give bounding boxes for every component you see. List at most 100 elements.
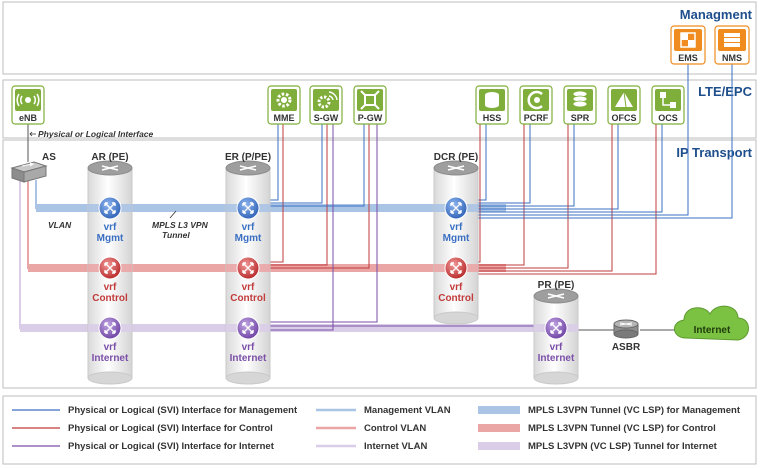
er-ppe-label: ER (P/PE) xyxy=(225,152,271,163)
vrf-prefix-label: vrf xyxy=(242,342,255,353)
lte-node-ocs[interactable]: OCS xyxy=(651,85,685,125)
lte-node-ofcs[interactable]: OFCS xyxy=(607,85,641,125)
legend-swatch xyxy=(478,406,520,414)
internet-tunnel-band xyxy=(20,324,558,332)
router-cross-icon xyxy=(104,262,116,274)
lte-node-mme[interactable]: MME xyxy=(267,85,301,125)
vrf-prefix-label: vrf xyxy=(104,282,117,293)
pgw-mgmt-line xyxy=(248,124,365,207)
legend-label: MPLS L3VPN Tunnel (VC LSP) for Managemen… xyxy=(528,405,741,416)
nms-mgmt-line xyxy=(456,64,733,219)
ip-transport-title: IP Transport xyxy=(676,145,752,160)
internet-cloud xyxy=(674,305,749,341)
vrf-prefix-label: vrf xyxy=(242,282,255,293)
vlan-label: VLAN xyxy=(48,220,72,230)
vrf-control-label: Control xyxy=(92,293,128,304)
management-title: Managment xyxy=(680,7,753,22)
lte-node-label: P-GW xyxy=(358,113,383,123)
server-stack-icon xyxy=(724,33,740,47)
sgw-control-line xyxy=(248,124,328,266)
interface-note: Physical or Logical Interface xyxy=(38,129,154,139)
legend-label: Physical or Logical (SVI) Interface for … xyxy=(68,441,275,452)
internet-cloud-label: Internet xyxy=(694,325,731,336)
legend-item: Management VLAN xyxy=(316,405,451,416)
vrf-prefix-label: vrf xyxy=(104,342,117,353)
lte-node-hss[interactable]: HSS xyxy=(475,85,509,125)
policy-icon xyxy=(527,90,543,110)
router-arrows-icon xyxy=(619,322,633,326)
asbr-router[interactable] xyxy=(613,319,639,339)
ofcs-control-line xyxy=(456,124,613,272)
lte-node-enb[interactable]: eNB xyxy=(11,85,45,125)
legend-item: MPLS L3VPN (VC LSP) Tunnel for Internet xyxy=(478,441,718,452)
dcr-pe-cylinder xyxy=(433,160,479,325)
internet-vlan-line xyxy=(19,180,110,329)
asbr-label: ASBR xyxy=(612,342,641,353)
vrf-internet-label: Internet xyxy=(538,353,575,364)
router-cross-icon xyxy=(242,262,254,274)
sgw-mgmt-line xyxy=(248,124,323,204)
lte-node-p-gw[interactable]: P-GW xyxy=(353,85,387,125)
vrf-prefix-label: vrf xyxy=(450,222,463,233)
gear-icon xyxy=(276,92,292,108)
legend-item: Physical or Logical (SVI) Interface for … xyxy=(12,441,275,452)
lte-node-pcrf[interactable]: PCRF xyxy=(519,85,553,125)
lte-node-label: OCS xyxy=(658,113,678,123)
grid-icon xyxy=(680,32,696,48)
lte-node-spr[interactable]: SPR xyxy=(563,85,597,125)
router-cross-icon xyxy=(242,322,254,334)
legend-item: Internet VLAN xyxy=(316,441,427,452)
pyramid-icon xyxy=(615,91,633,108)
lte-node-label: MME xyxy=(274,113,295,123)
dcr-pe-label: DCR (PE) xyxy=(434,152,478,163)
lte-node-label: PCRF xyxy=(524,113,549,123)
as-switch[interactable] xyxy=(10,161,48,183)
legend-item: Physical or Logical (SVI) Interface for … xyxy=(12,423,273,434)
tunnel-pointer xyxy=(169,210,177,219)
radio-tower-icon xyxy=(16,93,40,107)
lte-epc-title: LTE/EPC xyxy=(698,84,753,99)
router-arrows-icon xyxy=(547,293,565,299)
pgw-control-line xyxy=(248,124,370,269)
ocs-mgmt-line xyxy=(456,124,663,213)
pcrf-mgmt-line xyxy=(456,124,531,204)
mgmt-node-ems[interactable]: EMS xyxy=(670,25,706,65)
ems-mgmt-line xyxy=(456,64,689,216)
database-stack-icon xyxy=(572,90,588,108)
lte-node-s-gw[interactable]: S-GW xyxy=(309,85,343,125)
interface-arrow-icon xyxy=(29,131,36,137)
tunnel-label-line1: MPLS L3 VPN xyxy=(152,220,209,230)
switch-arrows-icon xyxy=(21,162,35,167)
legend-item: Control VLAN xyxy=(316,423,426,434)
vrf-prefix-label: vrf xyxy=(550,342,563,353)
interface-lines xyxy=(248,64,733,331)
mgmt-node-nms[interactable]: NMS xyxy=(714,25,750,65)
legend-label: Control VLAN xyxy=(364,423,426,434)
mgmt-node-label: EMS xyxy=(678,53,698,63)
lte-node-label: S-GW xyxy=(314,113,339,123)
vrf-internet-label: Internet xyxy=(230,353,267,364)
legend-label: Physical or Logical (SVI) Interface for … xyxy=(68,423,273,434)
vrf-control-label: Control xyxy=(230,293,266,304)
router-arrows-icon xyxy=(239,165,257,171)
ofcs-mgmt-line xyxy=(456,124,619,210)
legend-label: Management VLAN xyxy=(364,405,451,416)
database-icon xyxy=(485,92,499,108)
sgw-internet-line xyxy=(248,124,334,331)
legend-swatch xyxy=(478,442,520,450)
lte-node-layer: eNB MME S-GW P-GW HSS PCRF SPR OFCS OCS xyxy=(11,85,685,125)
control-vlan-line xyxy=(27,180,110,269)
vrf-prefix-label: vrf xyxy=(242,222,255,233)
management-vlan-line xyxy=(35,180,110,209)
router-cross-icon xyxy=(242,202,254,214)
